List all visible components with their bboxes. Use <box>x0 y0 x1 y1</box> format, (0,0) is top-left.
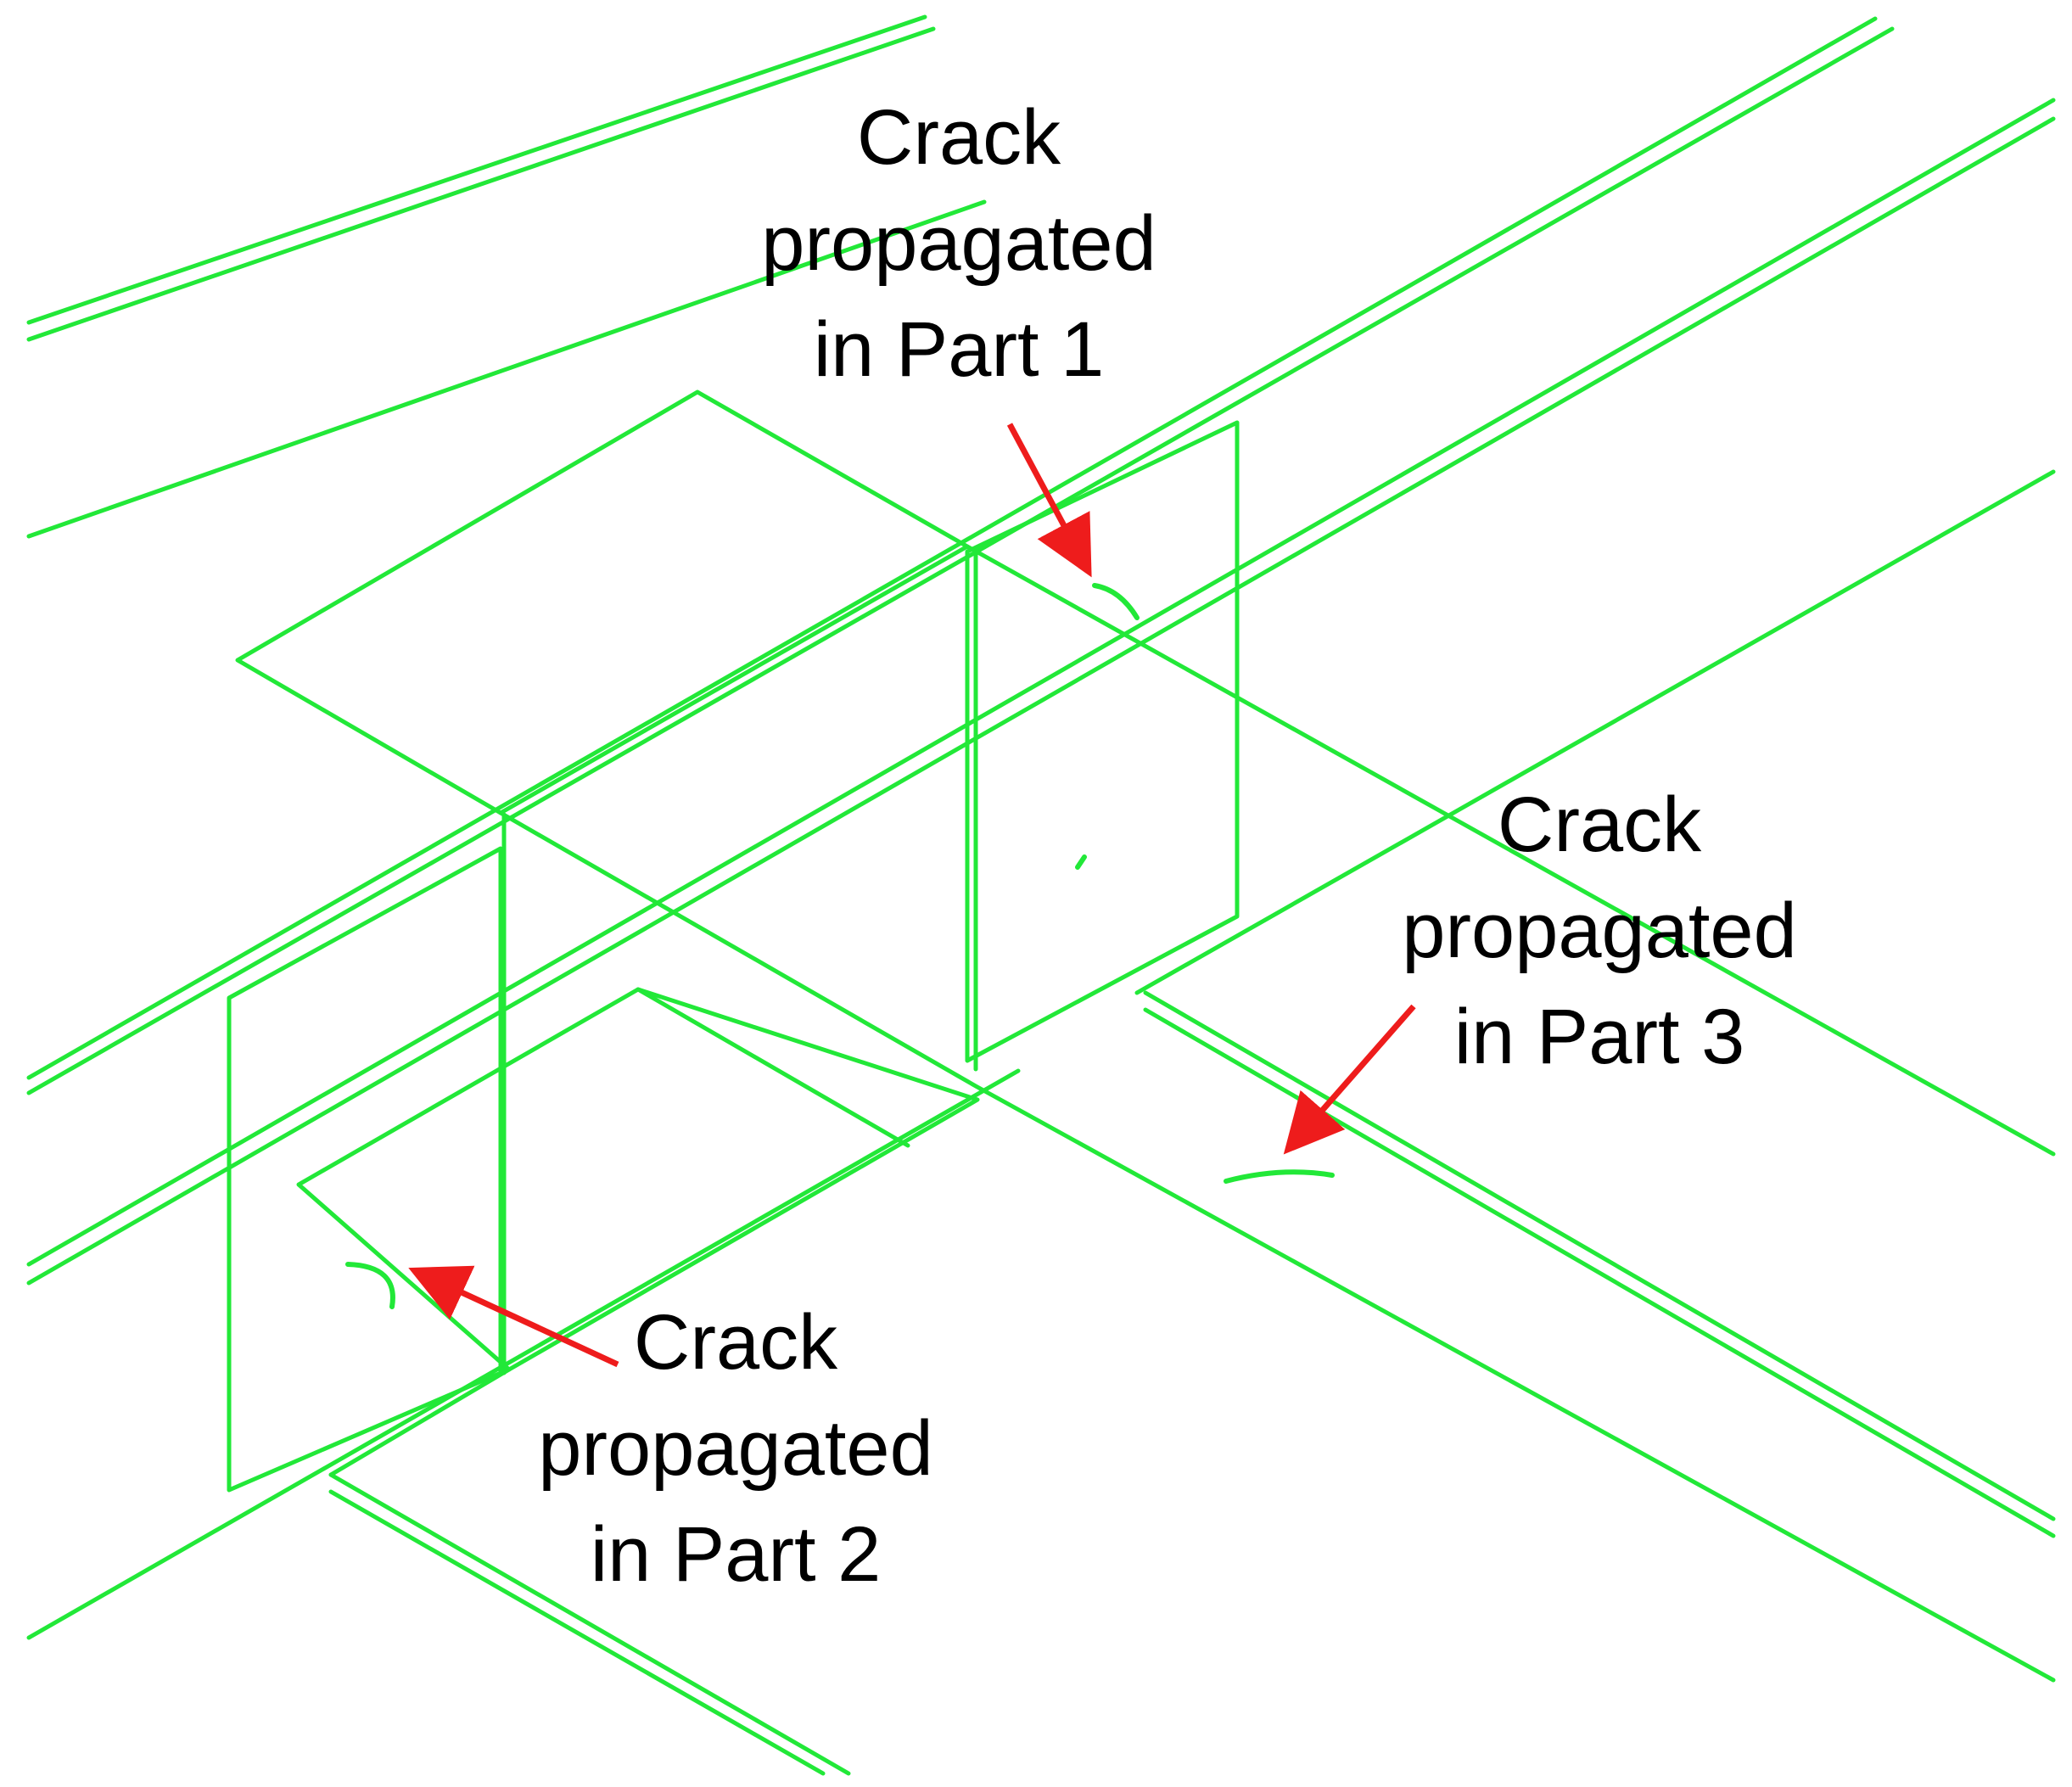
crack-mark-part-3 <box>1224 1169 1335 1184</box>
crack-mark-part-2 <box>345 1262 395 1309</box>
annotation-part-1-line-2: propagated <box>761 200 1156 287</box>
crack-mark-part-1 <box>1092 583 1140 620</box>
annotation-part-2-line-3: in Part 2 <box>590 1511 882 1598</box>
annotation-arrows <box>408 423 1416 1368</box>
annotation-part-2-line-2: propagated <box>538 1405 933 1492</box>
crack-marks <box>345 583 1335 1309</box>
arrow-part-2 <box>408 1265 619 1368</box>
bottom-stiffener-b <box>328 1489 826 1776</box>
annotation-part-1-line-3: in Part 1 <box>813 306 1105 393</box>
arrow-part-1 <box>1006 423 1092 578</box>
arrow-part-3 <box>1283 1004 1416 1155</box>
annotation-part-3: Crack propagated in Part 3 <box>1358 772 1841 1090</box>
top-left-edge-c <box>26 199 987 539</box>
wireframe-lines <box>26 14 2056 1776</box>
annotation-part-1-line-1: Crack <box>856 94 1061 181</box>
annotation-part-3-line-2: propagated <box>1402 888 1797 974</box>
annotation-part-2-line-1: Crack <box>633 1299 838 1386</box>
top-left-edge-a <box>26 14 927 325</box>
diagonal-cross-middle <box>498 810 2056 1683</box>
diagonal-cross-upper <box>965 544 2056 1157</box>
right-beam-edge <box>1134 469 2056 995</box>
bottom-left-edge <box>26 1068 1021 1640</box>
top-left-edge-b <box>26 26 936 342</box>
annotation-part-3-line-3: in Part 3 <box>1453 994 1745 1080</box>
bottom-connector <box>328 1367 512 1477</box>
annotation-part-1: Crack propagated in Part 1 <box>717 85 1201 403</box>
upper-beam-edge-a <box>26 16 1878 1080</box>
lower-stiffener-a <box>1143 990 2056 1521</box>
lower-flange-edge <box>636 987 910 1148</box>
lower-beam-edge-b <box>26 116 2056 1286</box>
crack-mark-web <box>1075 854 1087 870</box>
left-web-plate <box>227 846 503 1493</box>
annotation-part-2: Crack propagated in Part 2 <box>494 1290 977 1608</box>
upper-beam-edge-b <box>26 26 1895 1095</box>
lower-beam-edge-a <box>26 98 2056 1267</box>
annotation-part-3-line-1: Crack <box>1497 781 1702 868</box>
bottom-stiffener-a <box>328 1472 851 1776</box>
right-web-plate <box>965 420 1240 1063</box>
